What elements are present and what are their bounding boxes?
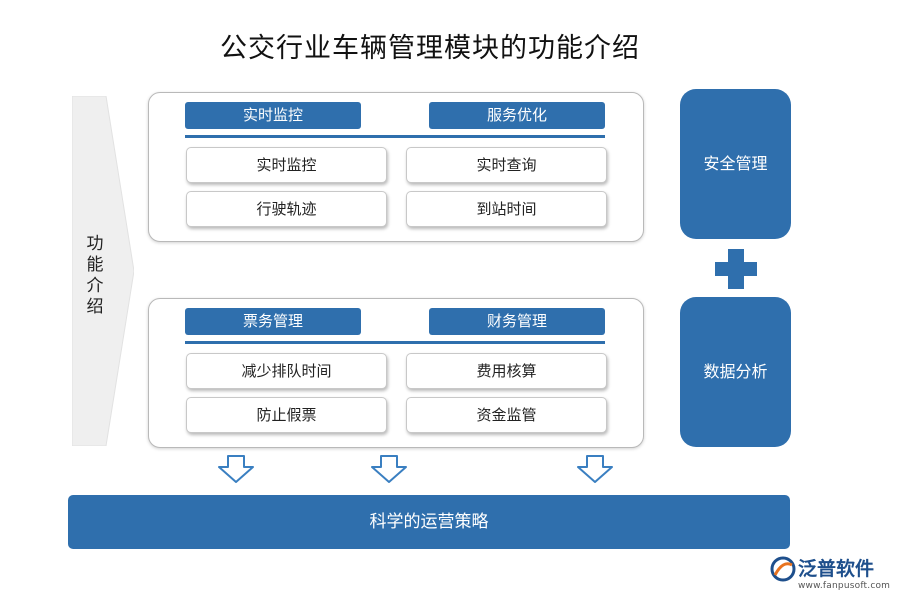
page-title: 公交行业车辆管理模块的功能介绍 xyxy=(220,33,640,64)
item-realtime-monitoring: 实时监控 xyxy=(186,147,387,183)
down-arrow-icon xyxy=(577,455,613,483)
item-realtime-query: 实时查询 xyxy=(406,147,607,183)
logo-url: www.fanpusoft.com xyxy=(798,581,891,591)
brand-logo: 泛普软件 www.fanpusoft.com xyxy=(770,554,896,596)
side-label: 功能介绍 xyxy=(86,234,104,317)
down-arrow-icon xyxy=(218,455,254,483)
logo-name: 泛普软件 xyxy=(798,558,875,580)
side-chevron-arrow xyxy=(72,96,134,446)
item-driving-track: 行驶轨迹 xyxy=(186,191,387,227)
box-data-analysis: 数据分析 xyxy=(680,297,791,447)
panel-divider xyxy=(185,135,605,138)
panel-header-ticket-management: 票务管理 xyxy=(185,308,361,335)
panel-ticket-finance: 票务管理 财务管理 减少排队时间 费用核算 防止假票 资金监管 xyxy=(148,298,644,448)
plus-icon xyxy=(715,249,757,289)
item-arrival-time: 到站时间 xyxy=(406,191,607,227)
panel-header-finance-management: 财务管理 xyxy=(429,308,605,335)
down-arrow-icon xyxy=(371,455,407,483)
panel-header-realtime-monitoring: 实时监控 xyxy=(185,102,361,129)
box-safety-management: 安全管理 xyxy=(680,89,791,239)
panel-monitoring-service: 实时监控 服务优化 实时监控 实时查询 行驶轨迹 到站时间 xyxy=(148,92,644,242)
panel-divider xyxy=(185,341,605,344)
logo-mark-icon xyxy=(770,556,796,582)
panel-header-service-optimization: 服务优化 xyxy=(429,102,605,129)
item-prevent-fake-tickets: 防止假票 xyxy=(186,397,387,433)
item-cost-accounting: 费用核算 xyxy=(406,353,607,389)
strategy-bar: 科学的运营策略 xyxy=(68,495,790,549)
item-fund-supervision: 资金监管 xyxy=(406,397,607,433)
item-reduce-queue-time: 减少排队时间 xyxy=(186,353,387,389)
